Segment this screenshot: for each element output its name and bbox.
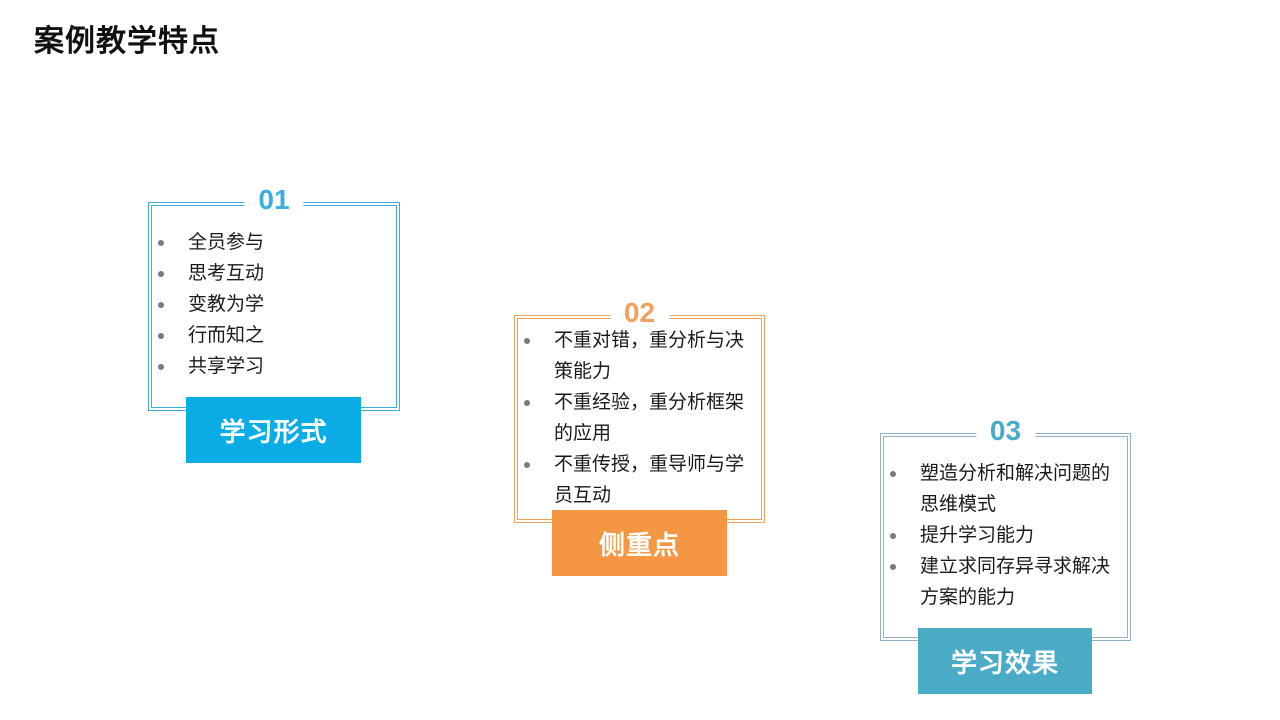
list-item: 不重经验，重分析框架的应用 bbox=[524, 387, 760, 449]
bullet-dot-icon bbox=[158, 240, 164, 246]
bullet-dot-icon bbox=[524, 400, 530, 406]
list-item: 思考互动 bbox=[158, 258, 394, 289]
bullet-dot-icon bbox=[890, 533, 896, 539]
list-item-text: 不重传授，重导师与学员互动 bbox=[554, 453, 745, 506]
list-item: 不重传授，重导师与学员互动 bbox=[524, 449, 760, 511]
card-learning-form: 01 全员参与 思考互动 变教为学 行而知之 共享学习 bbox=[148, 184, 400, 411]
bullet-dot-icon bbox=[158, 364, 164, 370]
list-item: 不重对错，重分析与决策能力 bbox=[524, 325, 760, 387]
card-focus: 02 不重对错，重分析与决策能力 不重经验，重分析框架的应用 不重传授，重导师与… bbox=[514, 297, 765, 523]
list-item: 行而知之 bbox=[158, 320, 394, 351]
bullet-dot-icon bbox=[524, 462, 530, 468]
list-item-text: 塑造分析和解决问题的思维模式 bbox=[920, 462, 1111, 515]
list-item-text: 建立求同存异寻求解决方案的能力 bbox=[920, 555, 1111, 608]
card-number: 02 bbox=[609, 297, 670, 329]
list-item: 共享学习 bbox=[158, 351, 394, 382]
card-label-learning-outcome: 学习效果 bbox=[918, 628, 1092, 694]
bullet-dot-icon bbox=[158, 302, 164, 308]
bullet-list: 全员参与 思考互动 变教为学 行而知之 共享学习 bbox=[158, 227, 394, 382]
list-item: 全员参与 bbox=[158, 227, 394, 258]
list-item-text: 变教为学 bbox=[188, 293, 265, 315]
list-item-text: 行而知之 bbox=[188, 324, 265, 346]
bullet-dot-icon bbox=[158, 333, 164, 339]
list-item: 塑造分析和解决问题的思维模式 bbox=[890, 458, 1126, 520]
bullet-dot-icon bbox=[890, 471, 896, 477]
list-item-text: 共享学习 bbox=[188, 355, 265, 377]
list-item-text: 全员参与 bbox=[188, 231, 265, 253]
list-item: 变教为学 bbox=[158, 289, 394, 320]
page-title: 案例教学特点 bbox=[34, 24, 220, 59]
card-learning-outcome: 03 塑造分析和解决问题的思维模式 提升学习能力 建立求同存异寻求解决方案的能力 bbox=[880, 415, 1131, 641]
card-number: 01 bbox=[244, 184, 304, 216]
bullet-dot-icon bbox=[158, 271, 164, 277]
bullet-list: 不重对错，重分析与决策能力 不重经验，重分析框架的应用 不重传授，重导师与学员互… bbox=[524, 325, 760, 511]
list-item-text: 不重对错，重分析与决策能力 bbox=[554, 329, 745, 382]
list-item-text: 提升学习能力 bbox=[920, 524, 1035, 546]
bullet-dot-icon bbox=[890, 564, 896, 570]
bullet-list: 塑造分析和解决问题的思维模式 提升学习能力 建立求同存异寻求解决方案的能力 bbox=[890, 458, 1126, 613]
list-item-text: 思考互动 bbox=[188, 262, 265, 284]
list-item: 建立求同存异寻求解决方案的能力 bbox=[890, 551, 1126, 613]
list-item: 提升学习能力 bbox=[890, 520, 1126, 551]
list-item-text: 不重经验，重分析框架的应用 bbox=[554, 391, 745, 444]
card-label-learning-form: 学习形式 bbox=[186, 397, 361, 463]
card-number: 03 bbox=[975, 415, 1036, 447]
card-label-focus: 侧重点 bbox=[552, 510, 727, 576]
bullet-dot-icon bbox=[524, 338, 530, 344]
